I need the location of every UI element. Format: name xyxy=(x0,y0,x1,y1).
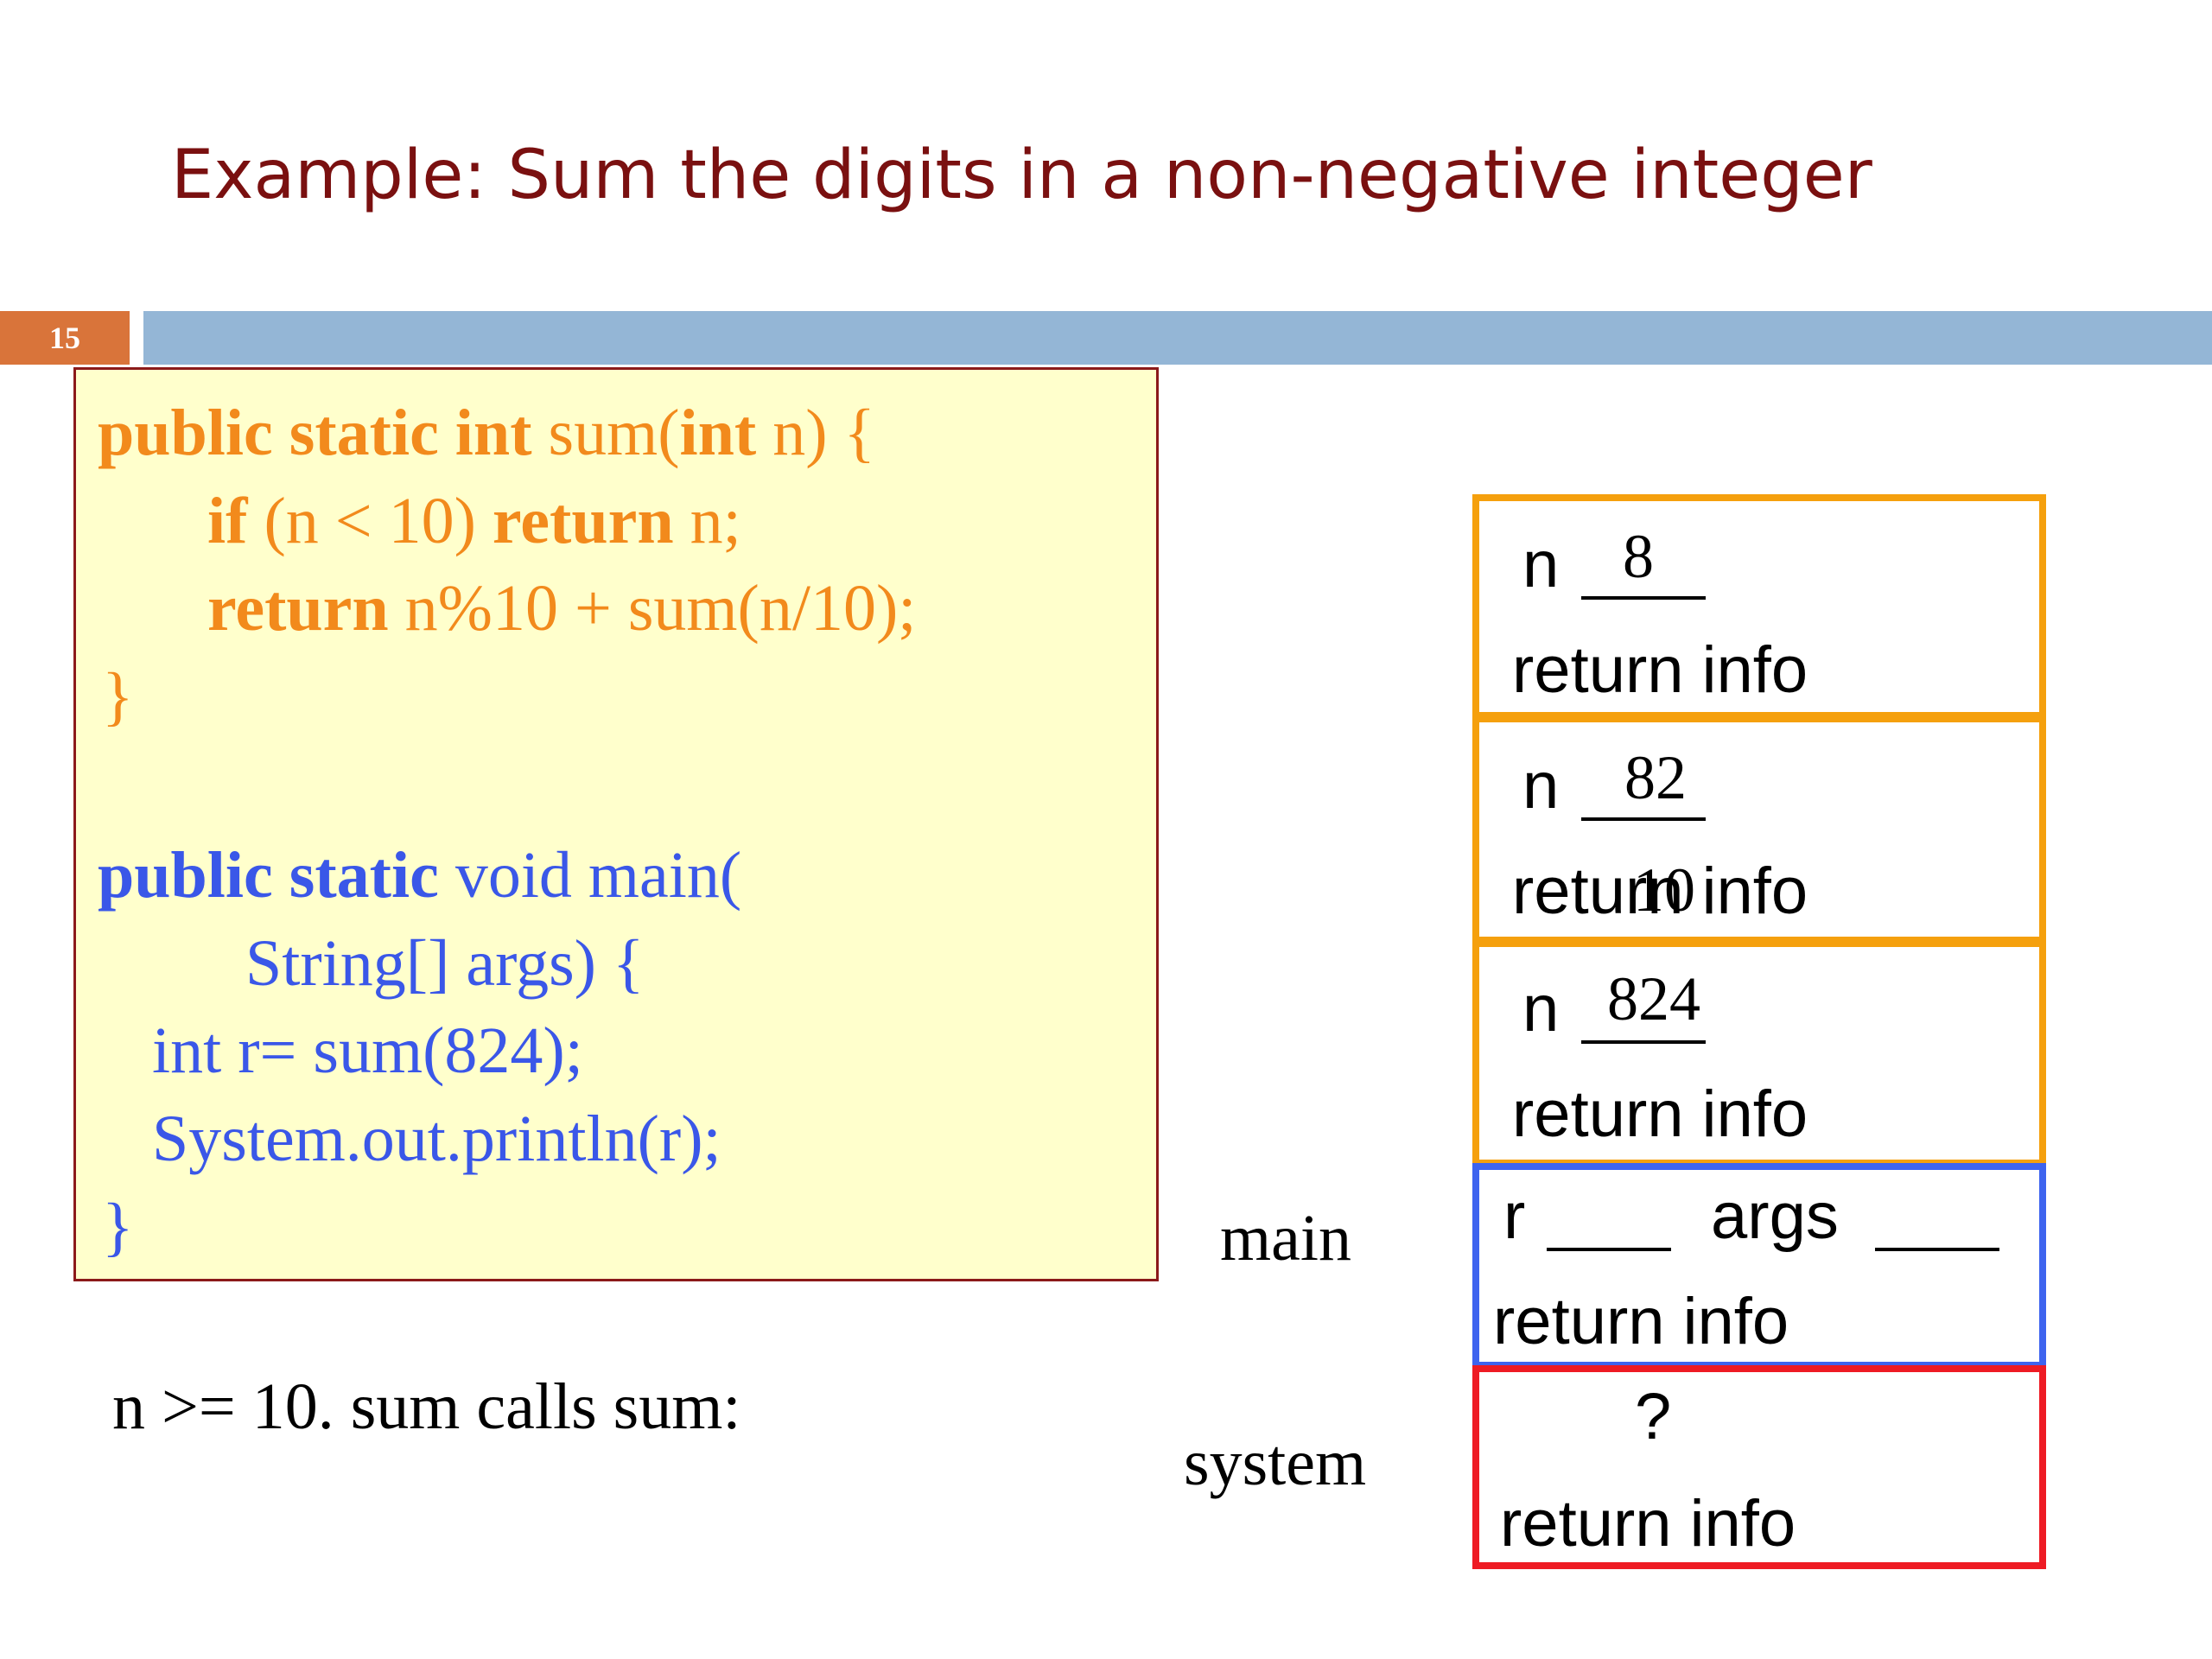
explanation-note: n >= 10. sum calls sum: xyxy=(112,1370,741,1443)
main-var-args: args xyxy=(1711,1179,1839,1253)
slide-title: Example: Sum the digits in a non-negativ… xyxy=(171,137,1872,214)
system-unknown-value: ? xyxy=(1635,1380,1672,1453)
slide-number: 15 xyxy=(0,311,130,365)
code-text: sum( xyxy=(531,397,680,469)
frame-value: 82 xyxy=(1624,743,1687,812)
frame-return-info: return info xyxy=(1512,633,1808,707)
code-text: void main( xyxy=(438,839,742,912)
r-blank-underline xyxy=(1547,1248,1671,1251)
value-underline xyxy=(1581,1040,1706,1044)
frame-var-n: n xyxy=(1522,749,1560,823)
value-underline xyxy=(1581,596,1706,600)
keyword: return xyxy=(492,485,674,557)
args-blank-underline xyxy=(1875,1248,1999,1251)
code-line-main-signature: public static void main( xyxy=(98,842,741,908)
frame-return-info: return info xyxy=(1500,1487,1796,1560)
stack-frame-system xyxy=(1472,1365,2046,1569)
keyword: if xyxy=(207,485,248,557)
code-listing: public static int sum(int n) { if (n < 1… xyxy=(73,367,1159,1281)
code-text: (n < 10) xyxy=(247,485,493,557)
code-line-close-sum: } xyxy=(102,660,134,733)
frame-return-info: return info xyxy=(1512,1077,1808,1151)
keyword: public static xyxy=(98,839,439,912)
code-line-main-args: String[] args) { xyxy=(245,927,645,1000)
overlapping-value: 10 xyxy=(1633,855,1695,925)
code-text: n; xyxy=(673,485,741,557)
frame-return-info: return info xyxy=(1512,855,1808,928)
main-var-r: r xyxy=(1503,1179,1526,1253)
code-line-if-return: if (n < 10) return n; xyxy=(207,488,741,554)
keyword: return xyxy=(207,572,389,645)
code-text: n%10 + sum(n/10); xyxy=(388,572,917,645)
frame-value: 824 xyxy=(1607,964,1700,1033)
keyword: public static int xyxy=(98,397,532,469)
system-frame-label: system xyxy=(1184,1427,1367,1499)
code-line-sum-signature: public static int sum(int n) { xyxy=(98,400,875,466)
main-frame-label: main xyxy=(1220,1202,1351,1274)
code-line-close-main: } xyxy=(102,1191,134,1263)
value-underline xyxy=(1581,817,1706,821)
frame-var-n: n xyxy=(1522,972,1560,1046)
code-text: n) { xyxy=(756,397,875,469)
frame-var-n: n xyxy=(1522,528,1560,601)
frame-value: 8 xyxy=(1623,522,1654,591)
keyword: int xyxy=(679,397,757,469)
code-line-println: System.out.println(r); xyxy=(152,1103,721,1175)
frame-return-info: return info xyxy=(1493,1285,1789,1358)
code-line-recursive-return: return n%10 + sum(n/10); xyxy=(207,575,916,641)
title-divider-bar xyxy=(143,311,2212,365)
code-line-call-sum: int r= sum(824); xyxy=(152,1014,583,1087)
